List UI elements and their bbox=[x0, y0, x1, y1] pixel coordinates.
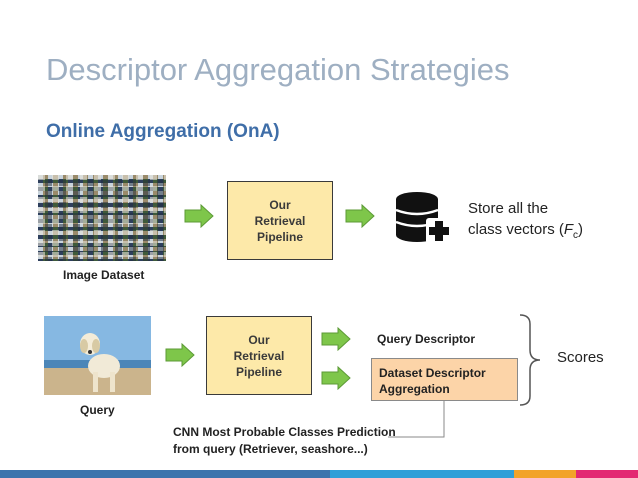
pipeline-line: Pipeline bbox=[256, 229, 303, 244]
pipeline-line: Retrieval bbox=[233, 348, 285, 363]
store-suffix: ) bbox=[578, 221, 584, 238]
right-arrow-icon bbox=[321, 366, 351, 390]
query-label: Query bbox=[80, 403, 115, 417]
store-sub: c bbox=[573, 230, 579, 241]
slide-title: Descriptor Aggregation Strategies bbox=[46, 52, 510, 87]
database-add-icon bbox=[395, 192, 452, 244]
connector-line bbox=[388, 401, 445, 438]
query-image bbox=[44, 316, 151, 395]
cnn-prediction-text: CNN Most Probable Classes Prediction fro… bbox=[173, 424, 396, 458]
pipeline-line: Our bbox=[248, 332, 270, 347]
footer-bar-segment bbox=[576, 470, 638, 478]
footer-bar-segment bbox=[330, 470, 514, 478]
pipeline-line: Our bbox=[269, 197, 291, 212]
right-arrow-icon bbox=[165, 343, 195, 367]
store-text: Store all the class vectors (Fc) bbox=[468, 198, 583, 246]
image-dataset-mosaic bbox=[38, 175, 166, 261]
retrieval-pipeline-box-bottom: Our Retrieval Pipeline bbox=[206, 316, 312, 395]
image-dataset-label: Image Dataset bbox=[63, 268, 145, 282]
cnn-line-1: CNN Most Probable Classes Prediction bbox=[173, 425, 396, 439]
store-line-1: Store all the bbox=[468, 200, 549, 217]
agg-line-1: Dataset Descriptor bbox=[379, 366, 486, 380]
right-brace bbox=[519, 314, 541, 406]
right-arrow-icon bbox=[345, 204, 375, 228]
scores-label: Scores bbox=[557, 349, 604, 366]
pipeline-line: Pipeline bbox=[235, 364, 282, 379]
pipeline-line: Retrieval bbox=[254, 213, 306, 228]
dataset-descriptor-aggregation-box: Dataset Descriptor Aggregation bbox=[371, 358, 518, 401]
store-var: F bbox=[563, 221, 574, 238]
store-line-2: class vectors (Fc) bbox=[468, 219, 583, 246]
slide-subtitle: Online Aggregation (OnA) bbox=[46, 121, 280, 142]
agg-line-2: Aggregation bbox=[379, 382, 450, 396]
retrieval-pipeline-box-top: Our Retrieval Pipeline bbox=[227, 181, 333, 260]
query-descriptor-label: Query Descriptor bbox=[377, 332, 476, 346]
right-arrow-icon bbox=[321, 327, 351, 351]
store-prefix: class vectors ( bbox=[468, 221, 564, 238]
footer-bar-segment bbox=[514, 470, 576, 478]
footer-bar-segment bbox=[0, 470, 330, 478]
cnn-line-2: from query (Retriever, seashore...) bbox=[173, 442, 368, 456]
right-arrow-icon bbox=[184, 204, 214, 228]
